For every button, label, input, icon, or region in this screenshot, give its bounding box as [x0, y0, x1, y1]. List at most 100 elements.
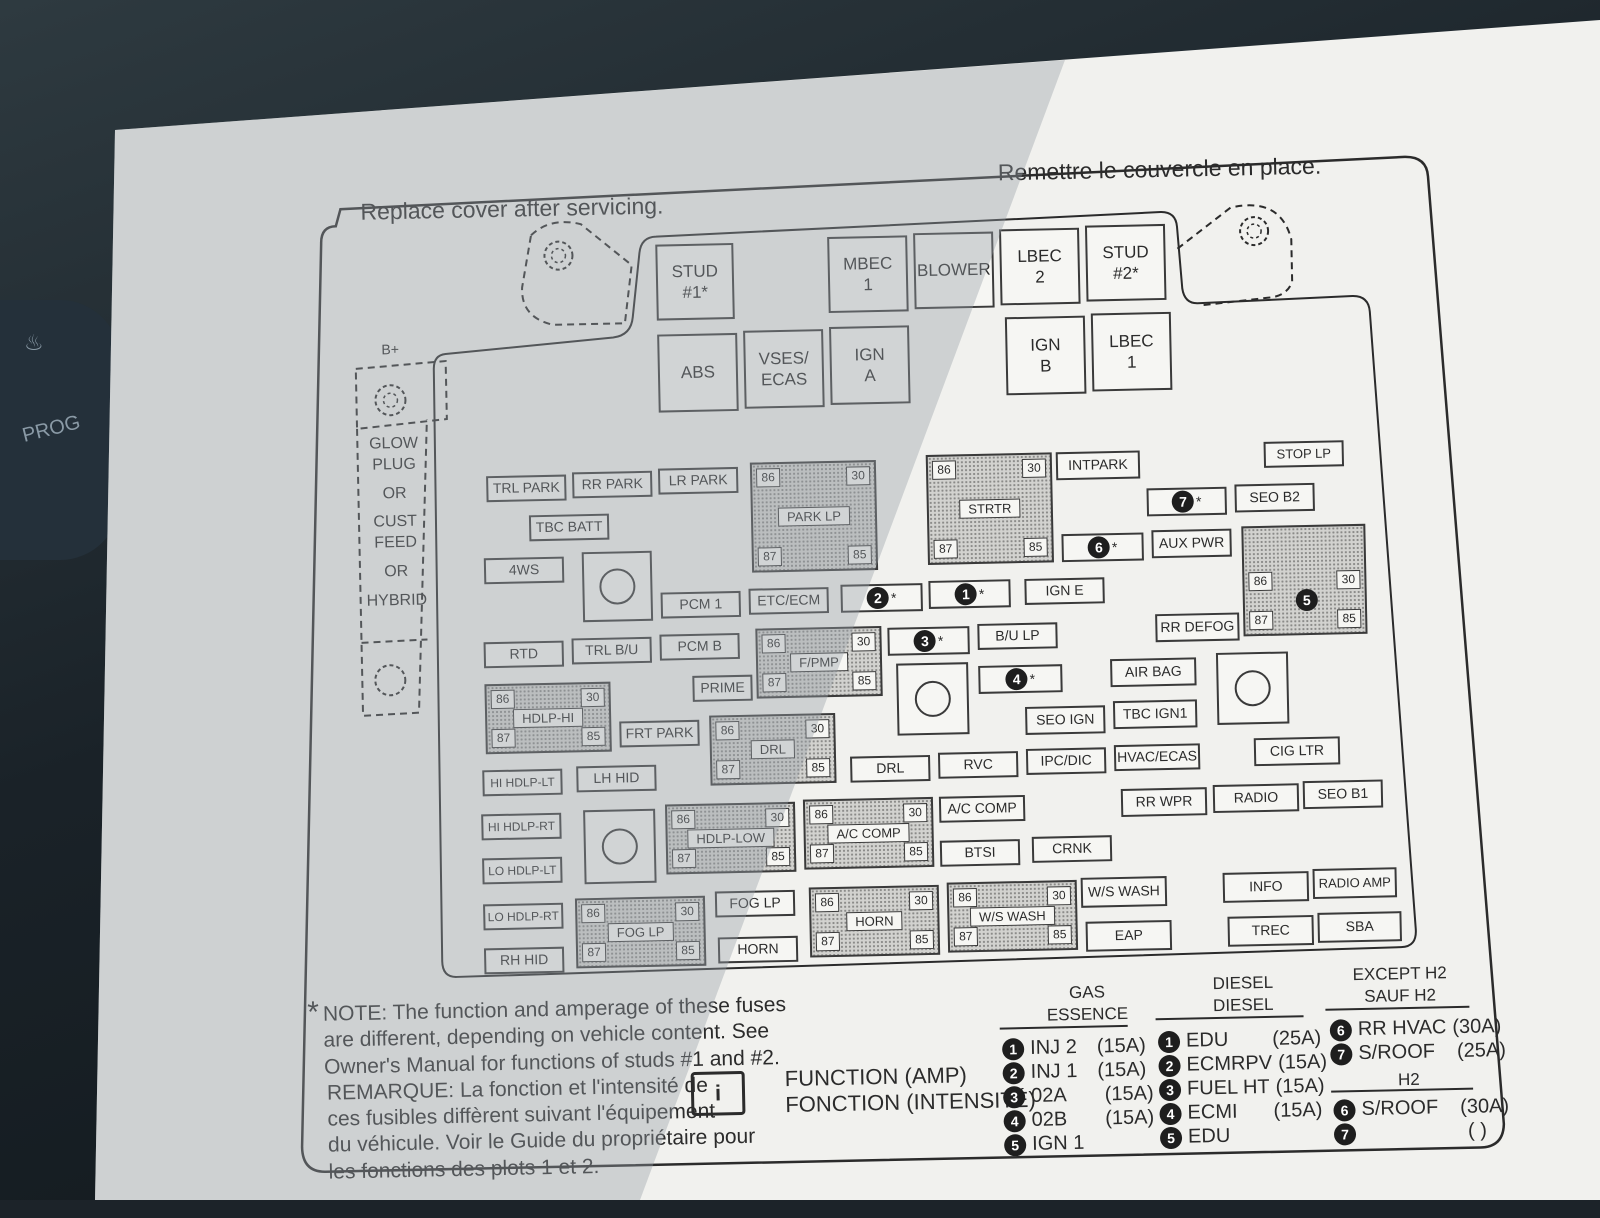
relay-label: W/S WASH — [969, 905, 1055, 927]
fuse-seo-ign[interactable]: SEO IGN — [1025, 705, 1106, 735]
fuse-lbec-2[interactable]: LBEC 2 — [999, 227, 1081, 306]
function-label-fr: FONCTION (INTENSITÉ) — [785, 1087, 1037, 1118]
relay-pin: 30 — [903, 803, 928, 823]
legend-number: 7 — [1330, 1042, 1353, 1066]
fuse-trec[interactable]: TREC — [1227, 914, 1315, 947]
slot-asterisk: * — [1195, 493, 1202, 510]
fuse-tbc-ign1[interactable]: TBC IGN1 — [1112, 699, 1198, 730]
legend-number: 1 — [1001, 1037, 1025, 1061]
relay-ws-wash[interactable]: 86 30 87 85 W/S WASH — [946, 879, 1079, 953]
slot-asterisk: * — [937, 632, 944, 649]
fuse-info[interactable]: INFO — [1222, 871, 1310, 903]
legend-fuse-name: FUEL HT — [1186, 1075, 1270, 1100]
legend-amp: (25A) — [1456, 1038, 1507, 1062]
fuse-seo-b1[interactable]: SEO B1 — [1302, 779, 1384, 810]
fuse-rvc[interactable]: RVC — [937, 751, 1019, 779]
legend-amp: (15A) — [1104, 1082, 1154, 1106]
legend-number: 7 — [1333, 1122, 1357, 1146]
legend-amp: ( ) — [1467, 1119, 1488, 1142]
slot-asterisk: * — [978, 585, 985, 602]
fuse-btsi[interactable]: BTSI — [939, 839, 1021, 867]
mount-hole-icon — [374, 384, 407, 417]
legend-number: 5 — [1003, 1133, 1027, 1157]
fuse-ac-comp[interactable]: A/C COMP — [938, 794, 1026, 823]
fuse-ws-wash[interactable]: W/S WASH — [1080, 876, 1168, 908]
legend-fuse-name: IGN 1 — [1031, 1131, 1085, 1155]
legend-fuse-name: ECMRPV — [1186, 1051, 1273, 1076]
fuse-radio[interactable]: RADIO — [1212, 783, 1300, 814]
legend-number: 5 — [1159, 1126, 1183, 1149]
fuse-cig-ltr[interactable]: CIG LTR — [1253, 736, 1341, 767]
fuse-rr-defog[interactable]: RR DEFOG — [1155, 612, 1240, 643]
legend-amp: (15A) — [1277, 1050, 1328, 1074]
slot-asterisk: * — [1029, 670, 1036, 687]
legend-fuse-name: S/ROOF — [1361, 1096, 1439, 1121]
legend-amp: (30A) — [1452, 1015, 1502, 1039]
fuse-stud-2[interactable]: STUD #2* — [1084, 223, 1167, 302]
legend-fuse-name: INJ 1 — [1030, 1059, 1078, 1083]
fuse-aux-pwr[interactable]: AUX PWR — [1151, 528, 1232, 559]
seat-heat-icon: ♨ — [24, 330, 44, 355]
mount-hole-icon — [1239, 216, 1270, 247]
slot-asterisk: * — [1111, 539, 1118, 556]
fuse-slot-7[interactable]: 7* — [1146, 486, 1228, 517]
legend-amp: (15A) — [1275, 1074, 1325, 1098]
relay-pin: 87 — [809, 844, 835, 864]
relay-pin: 85 — [1337, 608, 1362, 629]
fuse-eap[interactable]: EAP — [1085, 919, 1173, 952]
slot-asterisk: * — [890, 589, 897, 606]
fuse-hvac-ecas[interactable]: HVAC/ECAS — [1113, 743, 1201, 772]
relay-pin: 87 — [1249, 610, 1274, 631]
relay-horn[interactable]: 86 30 87 85 HORN — [808, 884, 941, 958]
empty-socket — [1215, 651, 1290, 725]
fuse-seo-b2[interactable]: SEO B2 — [1234, 482, 1315, 513]
relay-strtr[interactable]: 86 30 87 85 STRTR — [925, 452, 1054, 565]
relay-label: STRTR — [959, 498, 1021, 519]
function-label: FUNCTION (AMP) FONCTION (INTENSITÉ) — [784, 1061, 1036, 1119]
fuse-bu-lp[interactable]: B/U LP — [977, 622, 1058, 650]
empty-socket — [896, 662, 970, 736]
fuse-slot-4[interactable]: 4* — [978, 664, 1063, 694]
fuse-ipc-dic[interactable]: IPC/DIC — [1025, 747, 1107, 775]
legend-number: 3 — [1158, 1078, 1182, 1101]
legend-fuse-name: EDU — [1185, 1028, 1229, 1052]
fuse-stop-lp[interactable]: STOP LP — [1263, 440, 1345, 468]
relay-pin: 86 — [952, 888, 978, 908]
relay-pin: 30 — [851, 632, 876, 652]
relay-pin: 85 — [1047, 925, 1072, 945]
fuse-ign-e[interactable]: IGN E — [1024, 577, 1105, 605]
fuse-crnk[interactable]: CRNK — [1031, 835, 1113, 863]
relay-pin: 87 — [933, 539, 958, 559]
relay-pin: 30 — [1336, 569, 1361, 590]
fuse-radio-amp[interactable]: RADIO AMP — [1312, 867, 1398, 899]
relay-pin: 87 — [953, 927, 979, 947]
fuse-ign-b[interactable]: IGN B — [1004, 315, 1087, 396]
fuse-drl[interactable]: DRL — [850, 754, 931, 783]
fuse-intpark[interactable]: INTPARK — [1055, 450, 1141, 481]
fuse-sba[interactable]: SBA — [1317, 911, 1403, 943]
owners-manual-icon: i — [690, 1070, 746, 1117]
fuse-slot-1[interactable]: 1* — [928, 579, 1011, 609]
relay-ac-comp[interactable]: 86 30 87 85 A/C COMP — [802, 796, 935, 870]
slot-number-badge: 4 — [1005, 667, 1028, 691]
legend-amp: (30A) — [1459, 1094, 1510, 1118]
legend-amp: (25A) — [1272, 1026, 1322, 1050]
legend-fuse-name: 02A — [1030, 1084, 1067, 1107]
legend-fuse-name: RR HVAC — [1357, 1016, 1447, 1041]
legend-fuse-name: 02B — [1031, 1108, 1068, 1131]
legend-fuse-name: ECMI — [1187, 1100, 1238, 1124]
fuse-slot-6[interactable]: 6* — [1061, 532, 1144, 563]
fuse-lbec-1[interactable]: LBEC 1 — [1090, 311, 1173, 392]
fuse-slot-3[interactable]: 3* — [887, 626, 970, 656]
relay-pin: 85 — [806, 758, 831, 778]
legend-amp: (15A) — [1097, 1058, 1147, 1082]
relay-pin: 85 — [852, 671, 877, 691]
relay-pin: 85 — [909, 929, 935, 950]
fuse-air-bag[interactable]: AIR BAG — [1110, 657, 1197, 688]
relay-5[interactable]: 86 30 87 85 5 — [1241, 523, 1368, 637]
fuse-rr-wpr[interactable]: RR WPR — [1120, 787, 1208, 817]
